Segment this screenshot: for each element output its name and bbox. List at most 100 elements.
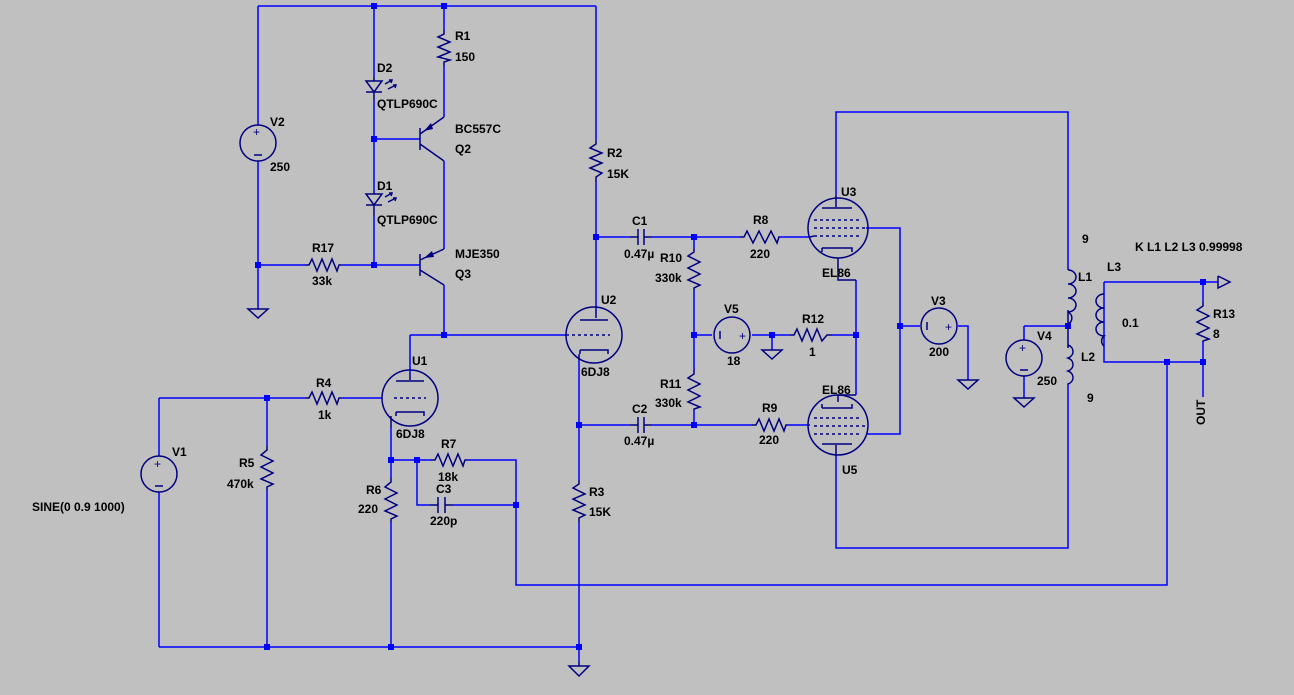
ground-icon: [956, 379, 980, 391]
r1-value: 150: [455, 50, 475, 64]
resistor-r5[interactable]: R5 470k: [227, 446, 275, 491]
r6-value: 220: [358, 502, 378, 516]
led-icon: [384, 79, 398, 90]
r4-name: R4: [316, 376, 332, 390]
r3-value: 15K: [589, 505, 611, 519]
coupling-directive[interactable]: K L1 L2 L3 0.99998: [1135, 240, 1243, 254]
v5-name: V5: [724, 302, 739, 316]
l2-name: L2: [1081, 350, 1095, 364]
l3-name: L3: [1107, 260, 1121, 274]
svg-text:+: +: [253, 125, 260, 139]
r4-value: 1k: [318, 408, 332, 422]
voltage-source-v4[interactable]: + V4 250: [1005, 329, 1057, 388]
resistor-r12[interactable]: R12 1: [790, 312, 832, 359]
d1-value: QTLP690C: [377, 213, 438, 227]
r8-name: R8: [753, 213, 769, 227]
r8-value: 220: [750, 247, 770, 261]
d1-name: D1: [377, 179, 393, 193]
capacitor-c1[interactable]: C1 0.47µ: [624, 214, 654, 261]
ground-icon: [246, 308, 270, 320]
c3-value: 220p: [430, 514, 457, 528]
r12-name: R12: [802, 312, 824, 326]
d2-name: D2: [377, 61, 393, 75]
inductor-l1[interactable]: L1 9: [1067, 232, 1092, 348]
u2-value: 6DJ8: [581, 365, 610, 379]
u1-name: U1: [412, 354, 428, 368]
svg-text:+: +: [945, 320, 952, 334]
q2-name: Q2: [455, 142, 471, 156]
voltage-source-v1[interactable]: + V1 SINE(0 0.9 1000): [32, 445, 187, 514]
l1-value: 9: [1082, 232, 1089, 246]
r9-name: R9: [762, 401, 778, 415]
r3-name: R3: [589, 485, 605, 499]
resistor-r9[interactable]: R9 220: [752, 401, 788, 447]
resistor-r2[interactable]: R2 15K: [588, 140, 629, 182]
led-d2[interactable]: D2 QTLP690C: [364, 61, 438, 111]
transistor-q3[interactable]: MJE350 Q3: [419, 247, 500, 286]
svg-text:+: +: [739, 329, 746, 343]
r12-value: 1: [809, 345, 816, 359]
resistor-r3[interactable]: R3 15K: [571, 480, 611, 522]
resistor-r8[interactable]: R8 220: [740, 213, 780, 261]
voltage-source-v5[interactable]: + V5 18: [713, 302, 751, 368]
net-port-icon[interactable]: [1217, 275, 1232, 290]
u3-value: EL86: [822, 266, 851, 280]
r13-value: 8: [1213, 327, 1220, 341]
tube-u2[interactable]: U2 6DJ8: [565, 293, 623, 379]
v2-value: 250: [270, 160, 290, 174]
tube-u1[interactable]: U1 6DJ8: [381, 354, 439, 441]
resistor-r11[interactable]: R11 330k: [655, 370, 703, 410]
u5-value: EL86: [822, 383, 851, 397]
q3-value: MJE350: [455, 247, 500, 261]
l1-name: L1: [1078, 270, 1092, 284]
ground-icon: [1012, 397, 1036, 409]
r6-name: R6: [366, 483, 382, 497]
resistor-r4[interactable]: R4 1k: [305, 376, 341, 422]
r11-name: R11: [660, 377, 682, 391]
tube-u5[interactable]: EL86 U5: [807, 383, 869, 477]
v5-value: 18: [727, 354, 741, 368]
r13-name: R13: [1213, 307, 1235, 321]
v4-name: V4: [1037, 329, 1052, 343]
ground-icon: [760, 349, 784, 361]
resistor-r13[interactable]: R13 8: [1195, 302, 1235, 342]
resistor-r17[interactable]: R17 33k: [305, 241, 341, 288]
r11-value: 330k: [655, 396, 682, 410]
r1-name: R1: [455, 29, 471, 43]
transistor-q2[interactable]: BC557C Q2: [419, 116, 501, 162]
capacitor-c2[interactable]: C2 0.47µ: [624, 402, 654, 448]
capacitor-c3[interactable]: C3 220p: [430, 482, 457, 528]
r2-name: R2: [607, 146, 623, 160]
l2-value: 9: [1087, 391, 1094, 405]
c3-name: C3: [436, 482, 452, 496]
resistor-r6[interactable]: R6 220: [358, 478, 399, 522]
resistor-r10[interactable]: R10 330k: [655, 248, 702, 290]
resistor-r1[interactable]: R1 150: [435, 29, 475, 66]
v2-name: V2: [270, 115, 285, 129]
inductor-l2[interactable]: L2 9: [1065, 344, 1095, 405]
r10-name: R10: [660, 251, 682, 265]
svg-text:+: +: [1019, 341, 1026, 355]
resistor-r7[interactable]: R7 18k: [431, 437, 467, 484]
r10-value: 330k: [655, 271, 682, 285]
tube-u3[interactable]: U3 EL86: [807, 185, 869, 281]
c2-value: 0.47µ: [624, 434, 654, 448]
r7-value: 18k: [438, 470, 458, 484]
led-d1[interactable]: D1 QTLP690C: [364, 179, 438, 227]
wires: [158, 5, 1218, 662]
v3-value: 200: [929, 345, 949, 359]
voltage-source-v3[interactable]: + V3 200: [920, 294, 958, 359]
r2-value: 15K: [607, 167, 629, 181]
inductor-l3[interactable]: L3 0.1: [1095, 260, 1139, 347]
svg-text:+: +: [154, 457, 161, 471]
v4-value: 250: [1037, 374, 1057, 388]
pnp-transistor-icon: [424, 123, 433, 131]
led-icon: [384, 192, 398, 203]
u2-name: U2: [601, 293, 617, 307]
voltage-source-v2[interactable]: + V2 250: [239, 115, 290, 174]
c1-value: 0.47µ: [624, 247, 654, 261]
u5-name: U5: [842, 463, 858, 477]
r9-value: 220: [759, 433, 779, 447]
junctions: [255, 3, 1206, 650]
